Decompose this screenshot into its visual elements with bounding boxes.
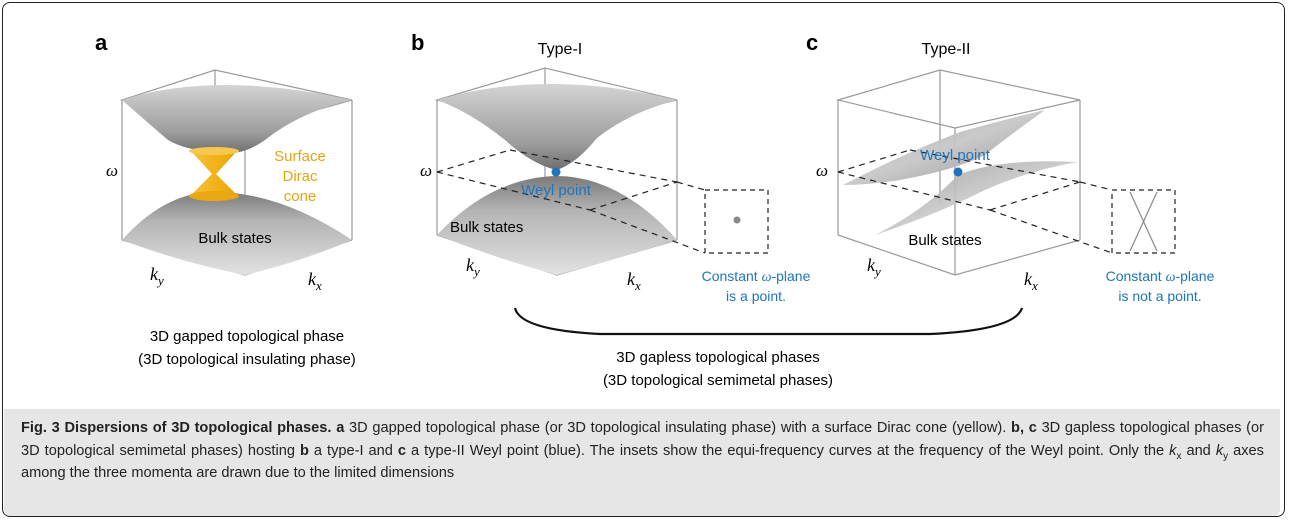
- panel-c-inset-crossing: [1129, 191, 1158, 252]
- panel-a-upper-band: [122, 85, 352, 154]
- gapped-phase-label-1: 3D gapped topological phase: [150, 328, 344, 345]
- panel-c-omega-label: ω: [816, 161, 828, 180]
- weyl-point-b: [551, 167, 561, 177]
- panel-b-inset-point: [733, 216, 741, 224]
- panel-b-upper-band: [437, 84, 677, 170]
- surface-dirac-label-2: Dirac: [282, 168, 318, 185]
- panel-b-inset: [704, 189, 769, 254]
- gapless-phase-label-2: (3D topological semimetal phases): [603, 372, 833, 389]
- panel-a-omega-label: ω: [106, 161, 118, 180]
- panel-b-bulk-label: Bulk states: [450, 219, 523, 236]
- figure-caption: Fig. 3 Dispersions of 3D topological pha…: [4, 409, 1280, 516]
- panel-c-ky-label: ky: [867, 255, 881, 279]
- panel-a-kx-label: kx: [308, 269, 322, 293]
- panel-b: b Type-I ω Weyl point Bulk states ky: [411, 30, 811, 304]
- caption-and: and: [1186, 442, 1211, 459]
- surface-dirac-label-3: cone: [284, 188, 317, 205]
- caption-title: Dispersions of 3D topological phases.: [64, 420, 332, 436]
- panel-c-inset-note-1: Constant ω-plane: [1106, 268, 1215, 285]
- gapless-phase-label-1: 3D gapless topological phases: [616, 349, 819, 366]
- panel-b-omega-label: ω: [420, 161, 432, 180]
- panel-a-letter: a: [95, 30, 108, 55]
- caption-ky: ky: [1215, 442, 1229, 462]
- panel-c-weyl-label: Weyl point: [920, 147, 991, 164]
- surface-dirac-label-1: Surface: [274, 148, 326, 165]
- dirac-cone-bottom-rim: [189, 191, 239, 201]
- caption-b-text: a type-I and: [313, 442, 393, 459]
- caption-kx: kx: [1169, 442, 1182, 462]
- panel-c-letter: c: [806, 30, 818, 55]
- panel-c-omega-plane: [837, 149, 1113, 254]
- caption-tail-text: axes among the three momenta are drawn d…: [21, 442, 1264, 482]
- panel-b-inset-note-1: Constant ω-plane: [702, 268, 811, 285]
- panel-b-kx-label: kx: [627, 269, 641, 293]
- panel-b-lower-band: [437, 176, 677, 275]
- caption-c-text: a type-II Weyl point (blue). The insets …: [411, 442, 1165, 459]
- dirac-cone-top-rim: [189, 147, 239, 155]
- gapped-phase-label-2: (3D topological insulating phase): [138, 351, 356, 368]
- weyl-point-c: [953, 167, 963, 177]
- caption-c-letter: c: [397, 442, 407, 459]
- panel-c-upper-sheet: [843, 110, 1045, 185]
- panel-c: c Type-II ω Weyl point Bulk s: [806, 30, 1215, 304]
- panel-a-lower-band: [122, 192, 352, 275]
- gapless-brace: [513, 307, 1024, 336]
- panel-c-inset-note-2: is not a point.: [1118, 288, 1201, 304]
- caption-part-a-letter: a: [336, 420, 345, 436]
- panel-b-weyl-label: Weyl point: [521, 182, 592, 199]
- dirac-cone: [190, 150, 238, 201]
- caption-fig-label: Fig. 3: [21, 420, 60, 436]
- panel-b-letter: b: [411, 30, 424, 55]
- panel-c-title: Type-II: [922, 41, 971, 58]
- caption-part-bc-letters: b, c: [1011, 420, 1037, 436]
- panel-c-kx-label: kx: [1024, 269, 1038, 293]
- caption-part-a-text: 3D gapped topological phase (or 3D topol…: [349, 420, 1007, 436]
- panel-b-ky-label: ky: [466, 255, 480, 279]
- panel-b-title: Type-I: [538, 41, 582, 58]
- panel-c-bulk-label: Bulk states: [908, 232, 981, 249]
- panel-a: a ω Surface Dirac cone Bulk states ky kx…: [95, 30, 356, 368]
- panel-a-ky-label: ky: [150, 264, 164, 288]
- panel-b-inset-note-2: is a point.: [726, 288, 786, 304]
- panel-c-lower-sheet: [875, 161, 1078, 235]
- panel-a-bulk-label: Bulk states: [198, 230, 271, 247]
- panel-b-omega-plane: [436, 149, 706, 254]
- caption-part-bc-text: 3D gapless topological phases (or 3D top…: [21, 420, 1265, 459]
- caption-b-letter: b: [299, 442, 309, 459]
- panel-c-inset: [1111, 189, 1176, 254]
